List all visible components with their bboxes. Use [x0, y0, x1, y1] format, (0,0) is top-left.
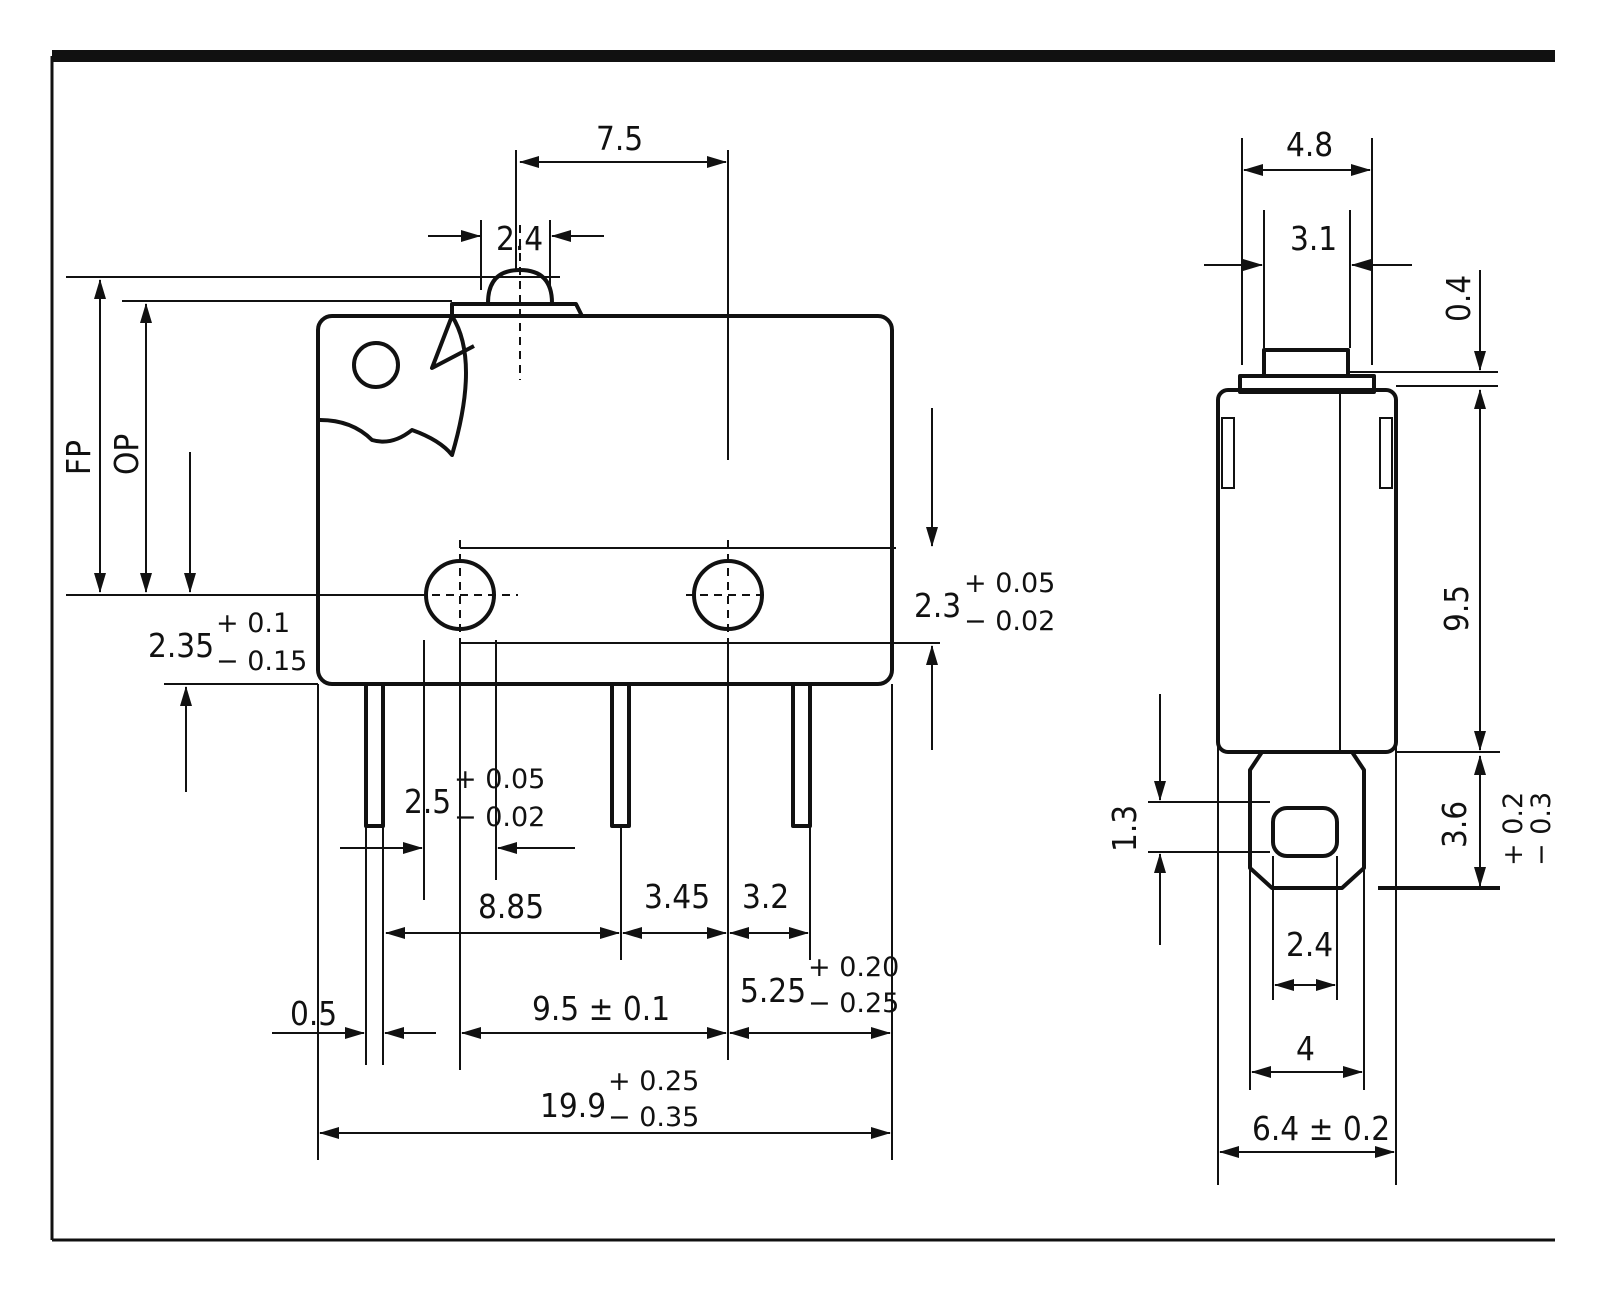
- front-view: FP OP 7.5 2.4 2.35 + 0.1 − 0.15 2.3 + 0.…: [59, 119, 1055, 1160]
- dim-4-8: 4.8: [1286, 125, 1333, 164]
- dim-2-35-minus: − 0.15: [216, 646, 307, 677]
- switch-body-side: [1216, 388, 1398, 754]
- internal-lever: [319, 314, 468, 457]
- dim-19-9: 19.9: [540, 1086, 606, 1125]
- dim-2-3: 2.3: [914, 586, 961, 625]
- dim-4: 4: [1296, 1029, 1315, 1068]
- dim-3-45: 3.45: [644, 877, 710, 916]
- terminal-pin-1: [364, 682, 385, 828]
- dim-3-6-minus: − 0.3: [1526, 792, 1557, 866]
- dim-19-9-plus: + 0.25: [608, 1066, 699, 1097]
- dim-0-5: 0.5: [290, 994, 337, 1033]
- switch-body-front: [316, 314, 894, 686]
- dim-3-1: 3.1: [1290, 219, 1337, 258]
- dim-3-6: 3.6: [1435, 801, 1474, 848]
- dim-9-5-side: 9.5: [1437, 585, 1476, 632]
- dim-7-5: 7.5: [596, 119, 643, 158]
- terminal-pin-2: [610, 682, 631, 828]
- dim-8-85: 8.85: [478, 887, 544, 926]
- label-op: OP: [107, 434, 146, 475]
- drawing-frame: [50, 50, 1555, 1242]
- dim-2-3-plus: + 0.05: [964, 568, 1055, 599]
- actuator-side: [1262, 348, 1350, 378]
- dim-5-25-plus: + 0.20: [808, 952, 899, 983]
- lever-pivot-hole: [352, 341, 400, 389]
- dim-0-4: 0.4: [1439, 275, 1478, 322]
- dim-1-3: 1.3: [1105, 805, 1144, 852]
- dim-6-4: 6.4 ± 0.2: [1252, 1109, 1390, 1148]
- dim-9-5-tolerance: 9.5 ± 0.1: [532, 989, 670, 1028]
- side-view: 4.8 3.1 0.4 9.5 1.3 3.6 + 0.2 − 0.3 2.4 …: [1105, 125, 1557, 1185]
- dim-19-9-minus: − 0.35: [608, 1102, 699, 1133]
- dim-3-6-plus: + 0.2: [1498, 792, 1529, 866]
- terminal-slot: [1271, 806, 1339, 858]
- dim-2-4-side: 2.4: [1286, 925, 1333, 964]
- label-fp: FP: [59, 440, 98, 475]
- terminal-pin-3: [791, 682, 812, 828]
- dim-2-5-plus: + 0.05: [454, 764, 545, 795]
- dim-2-5-minus: − 0.02: [454, 802, 545, 833]
- dim-2-3-minus: − 0.02: [964, 606, 1055, 637]
- terminal-tab: [1248, 750, 1366, 890]
- dim-5-25: 5.25: [740, 971, 806, 1010]
- dim-2-5: 2.5: [404, 782, 451, 821]
- dim-5-25-minus: − 0.25: [808, 988, 899, 1019]
- plunger-base: [450, 302, 584, 317]
- dim-3-2: 3.2: [742, 877, 789, 916]
- dim-2-35: 2.35: [148, 626, 214, 665]
- dim-2-35-plus: + 0.1: [216, 608, 290, 639]
- dim-2-4-plunger: 2.4: [496, 219, 543, 258]
